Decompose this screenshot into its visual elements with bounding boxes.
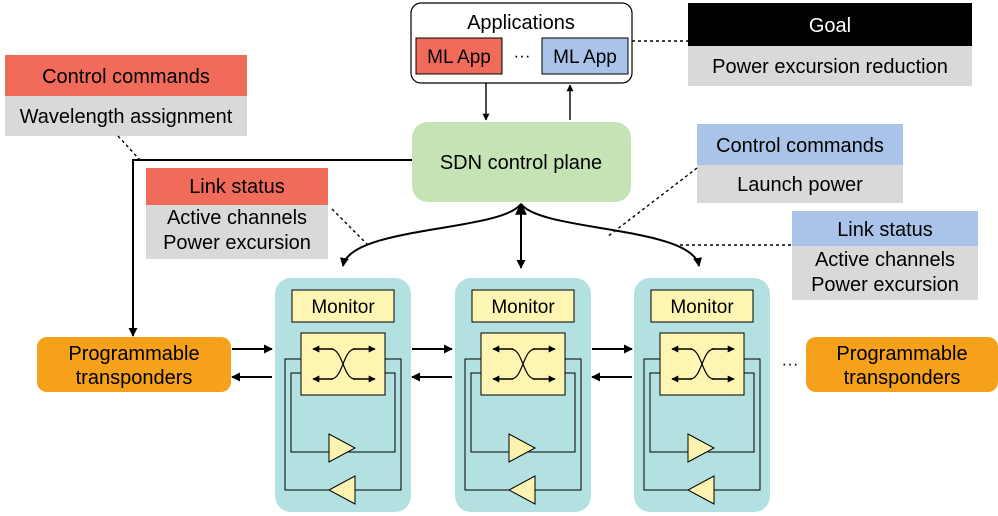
sdn-to-node-1-arrow xyxy=(339,203,522,267)
goal-box: Goal Power excursion reduction xyxy=(688,3,972,86)
goal-header: Goal xyxy=(809,15,851,37)
left-control-commands-box: Control commands Wavelength assignment xyxy=(5,55,247,136)
left-status-line-1: Active channels xyxy=(167,207,307,229)
network-node-3: Monitor xyxy=(634,278,770,512)
network-node-2: Monitor xyxy=(455,278,591,512)
left-status-connector xyxy=(331,208,369,246)
wavelength-switch xyxy=(659,332,745,396)
left-transponders-line-1: Programmable xyxy=(68,343,199,365)
right-status-header: Link status xyxy=(837,219,933,241)
wavelength-switch xyxy=(300,332,386,396)
left-commands-header: Control commands xyxy=(42,66,210,88)
left-link-status-box: Link status Active channels Power excurs… xyxy=(146,168,328,259)
amplifier-forward xyxy=(508,433,537,463)
amplifier-backward xyxy=(507,475,536,505)
monitor-box: Monitor xyxy=(291,289,395,323)
goal-body: Power excursion reduction xyxy=(712,56,948,78)
applications-title: Applications xyxy=(467,12,575,34)
right-transponders: Programmable transponders xyxy=(806,337,998,392)
ml-app-red-label: ML App xyxy=(427,47,491,68)
applications-ellipsis: ··· xyxy=(514,46,531,65)
trailing-ellipsis: ··· xyxy=(782,354,799,373)
monitor-label: Monitor xyxy=(491,297,555,318)
sdn-to-transponders-arrow xyxy=(128,159,412,337)
network-node-1: Monitor xyxy=(275,278,411,512)
monitor-box: Monitor xyxy=(650,289,754,323)
inter-node-arrows xyxy=(231,344,633,382)
left-transponders-line-2: transponders xyxy=(76,367,193,389)
sdn-to-node-3-arrow xyxy=(520,203,703,267)
amplifier-backward xyxy=(686,475,715,505)
amplifier-forward xyxy=(328,433,357,463)
ml-app-red: ML App xyxy=(415,37,503,75)
monitor-label: Monitor xyxy=(670,297,734,318)
right-transponders-line-1: Programmable xyxy=(836,343,967,365)
right-status-line-2: Power excursion xyxy=(811,274,959,296)
right-status-line-1: Active channels xyxy=(815,249,955,271)
wavelength-switch xyxy=(480,332,566,396)
ml-app-blue-label: ML App xyxy=(553,47,617,68)
left-commands-body: Wavelength assignment xyxy=(20,106,233,128)
sdn-node-links xyxy=(339,202,703,269)
sdn-label: SDN control plane xyxy=(440,152,602,174)
amplifier-forward xyxy=(687,433,716,463)
left-status-line-2: Power excursion xyxy=(163,232,311,254)
right-commands-connector xyxy=(606,167,698,238)
right-control-commands-box: Control commands Launch power xyxy=(697,124,903,203)
left-transponders: Programmable transponders xyxy=(37,337,231,392)
left-status-header: Link status xyxy=(189,176,285,198)
ml-app-blue: ML App xyxy=(541,37,629,75)
monitor-box: Monitor xyxy=(471,289,575,323)
sdn-control-plane-box: SDN control plane xyxy=(412,122,631,202)
right-link-status-box: Link status Active channels Power excurs… xyxy=(792,211,978,300)
left-commands-connector xyxy=(117,135,141,161)
applications-box: Applications ML App ··· ML App xyxy=(410,2,633,84)
right-commands-body: Launch power xyxy=(737,174,863,196)
right-transponders-line-2: transponders xyxy=(844,367,961,389)
amplifier-backward xyxy=(327,475,356,505)
monitor-label: Monitor xyxy=(311,297,375,318)
right-commands-header: Control commands xyxy=(716,135,884,157)
